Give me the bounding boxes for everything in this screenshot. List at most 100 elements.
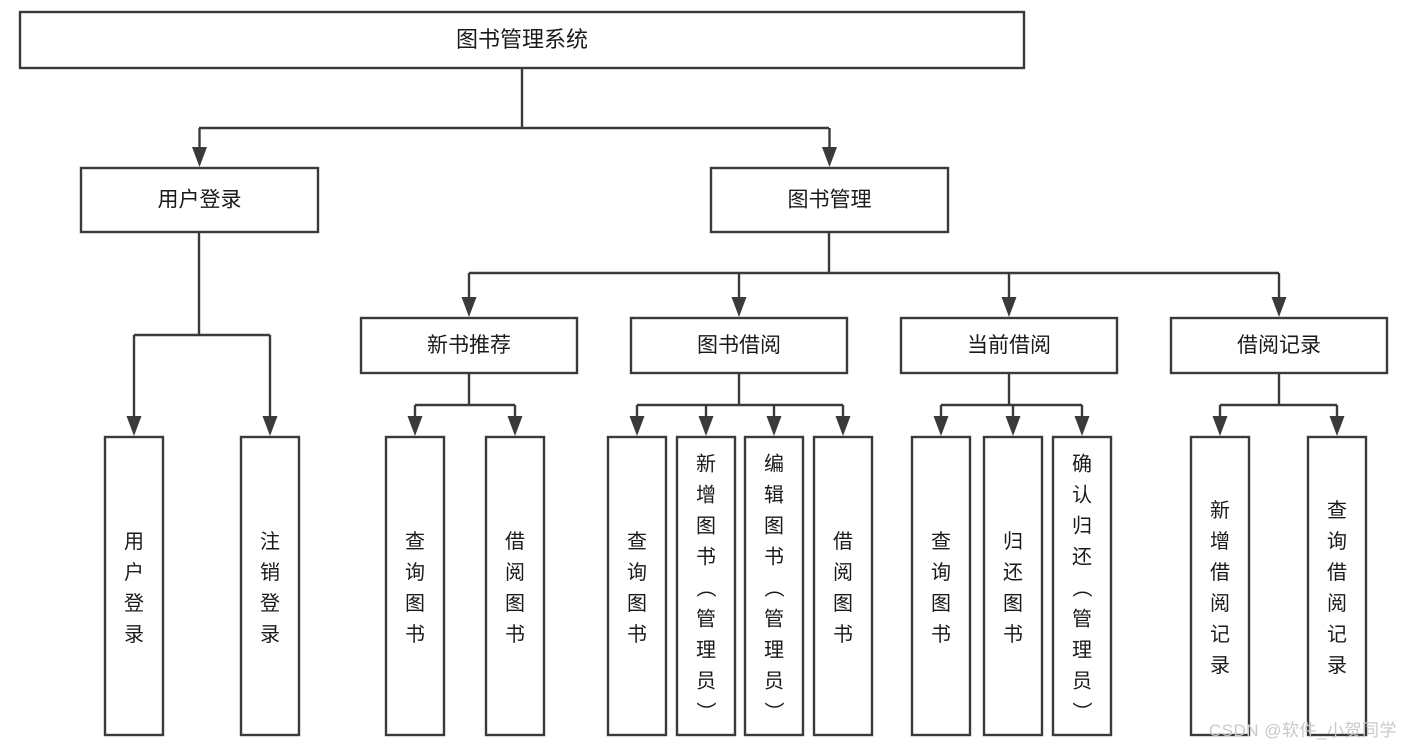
connector-bus-new-book-rec bbox=[415, 373, 515, 407]
node-label-char: 归 bbox=[1072, 515, 1092, 538]
node-label-char: 新 bbox=[1210, 499, 1230, 522]
node-label-char: 图 bbox=[696, 516, 716, 538]
node-label-char: 借 bbox=[1210, 561, 1230, 584]
node-label-char: 用 bbox=[124, 531, 144, 553]
node-root-图书管理系统[interactable]: 图书管理系统 bbox=[18, 10, 1026, 70]
arrow-book-borrow-to-leaf-borrow-book-2 bbox=[835, 405, 851, 436]
connector-bus-book-manage bbox=[469, 232, 1279, 275]
node-label-char: 理 bbox=[764, 640, 784, 662]
node-level2-book-manage[interactable]: 图书管理 bbox=[709, 166, 950, 234]
node-label: 当前借阅 bbox=[967, 334, 1051, 357]
node-label: 图书管理系统 bbox=[456, 27, 588, 52]
node-label-char: 图 bbox=[931, 593, 951, 615]
node-label-char: 查 bbox=[1327, 499, 1347, 522]
node-label-char: 询 bbox=[931, 561, 951, 584]
node-label-char: 书 bbox=[931, 623, 951, 646]
node-label-char: 还 bbox=[1003, 561, 1023, 584]
node-label-char: ） bbox=[762, 702, 785, 722]
node-level3-current-borrow[interactable]: 当前借阅 bbox=[899, 316, 1119, 375]
node-label: 新书推荐 bbox=[427, 334, 511, 357]
arrow-book-borrow-to-leaf-edit-book bbox=[766, 405, 782, 436]
node-label-char: 借 bbox=[1327, 561, 1347, 584]
node-level3-borrow-record[interactable]: 借阅记录 bbox=[1169, 316, 1389, 375]
node-label-char: 借 bbox=[833, 530, 853, 553]
node-label-char: 阅 bbox=[1210, 592, 1230, 615]
node-label-char: 图 bbox=[627, 593, 647, 615]
node-level3-new-book-rec[interactable]: 新书推荐 bbox=[359, 316, 579, 375]
connector-bus-current-borrow bbox=[941, 373, 1082, 407]
node-label-char: 查 bbox=[931, 530, 951, 553]
arrow-book-borrow-to-leaf-query-book-2 bbox=[629, 405, 645, 436]
node-label-char: 录 bbox=[260, 624, 280, 646]
arrow-new-book-rec-to-leaf-borrow-book-1 bbox=[507, 405, 523, 436]
connector-bus-borrow-record bbox=[1220, 373, 1337, 407]
node-label-char: 图 bbox=[764, 516, 784, 538]
connector-layer bbox=[126, 68, 1345, 436]
node-label-char: 图 bbox=[833, 593, 853, 615]
node-label-char: 增 bbox=[1210, 530, 1230, 553]
node-label-char: 录 bbox=[124, 624, 144, 646]
node-label-char: 新 bbox=[696, 453, 716, 476]
node-label-char: 管 bbox=[696, 608, 716, 631]
arrow-book-borrow-to-leaf-add-book bbox=[698, 405, 714, 436]
arrow-borrow-record-to-leaf-add-record bbox=[1212, 405, 1228, 436]
node-label-char: 理 bbox=[1072, 640, 1092, 662]
node-label-char: 书 bbox=[627, 623, 647, 646]
node-level3-book-borrow[interactable]: 图书借阅 bbox=[629, 316, 849, 375]
connector-bus-root bbox=[199, 68, 829, 130]
node-level2-user-login[interactable]: 用户登录 bbox=[79, 166, 320, 234]
node-label-char: 阅 bbox=[505, 561, 525, 584]
node-label-char: 员 bbox=[1072, 671, 1092, 693]
node-label-char: 询 bbox=[627, 561, 647, 584]
node-label-char: 图 bbox=[405, 593, 425, 615]
node-label-char: 书 bbox=[764, 546, 784, 569]
node-label-char: 记 bbox=[1327, 623, 1347, 646]
arrow-book-manage-to-borrow-record bbox=[1271, 273, 1287, 317]
node-label-char: ） bbox=[694, 702, 717, 722]
node-label-char: 书 bbox=[833, 623, 853, 646]
node-label-char: 录 bbox=[1210, 655, 1230, 677]
arrow-user-login-to-leaf-user-login bbox=[126, 335, 142, 436]
node-label-char: 户 bbox=[124, 561, 144, 584]
node-label-char: 注 bbox=[260, 530, 280, 553]
arrow-new-book-rec-to-leaf-query-book-1 bbox=[407, 405, 423, 436]
arrow-current-borrow-to-leaf-confirm-return bbox=[1074, 405, 1090, 436]
arrow-user-login-to-leaf-user-logout bbox=[262, 335, 278, 436]
arrow-book-manage-to-current-borrow bbox=[1001, 273, 1017, 317]
node-label-char: 记 bbox=[1210, 623, 1230, 646]
node-label-char: 图 bbox=[505, 593, 525, 615]
node-label-char: 员 bbox=[764, 671, 784, 693]
node-label: 图书管理 bbox=[788, 189, 872, 212]
node-label-char: 查 bbox=[405, 530, 425, 553]
node-label-char: ） bbox=[1070, 702, 1093, 722]
arrow-borrow-record-to-leaf-query-record bbox=[1329, 405, 1345, 436]
arrow-root-to-book-manage bbox=[822, 128, 837, 167]
node-label-char: 登 bbox=[260, 592, 280, 615]
node-label-char: 归 bbox=[1003, 530, 1023, 553]
node-label-char: 图 bbox=[1003, 593, 1023, 615]
node-label-char: 辑 bbox=[764, 484, 784, 507]
arrow-book-manage-to-new-book-rec bbox=[461, 273, 477, 317]
node-label-char: 登 bbox=[124, 592, 144, 615]
node-label-char: 管 bbox=[764, 608, 784, 631]
node-label-char: 认 bbox=[1072, 484, 1092, 507]
node-label-char: （ bbox=[1070, 578, 1093, 598]
arrow-root-to-user-login bbox=[192, 128, 207, 167]
node-leaf-leaf-user-login[interactable]: 用户登录 bbox=[103, 435, 165, 737]
node-label-char: 阅 bbox=[1327, 592, 1347, 615]
node-label-char: 还 bbox=[1072, 546, 1092, 569]
